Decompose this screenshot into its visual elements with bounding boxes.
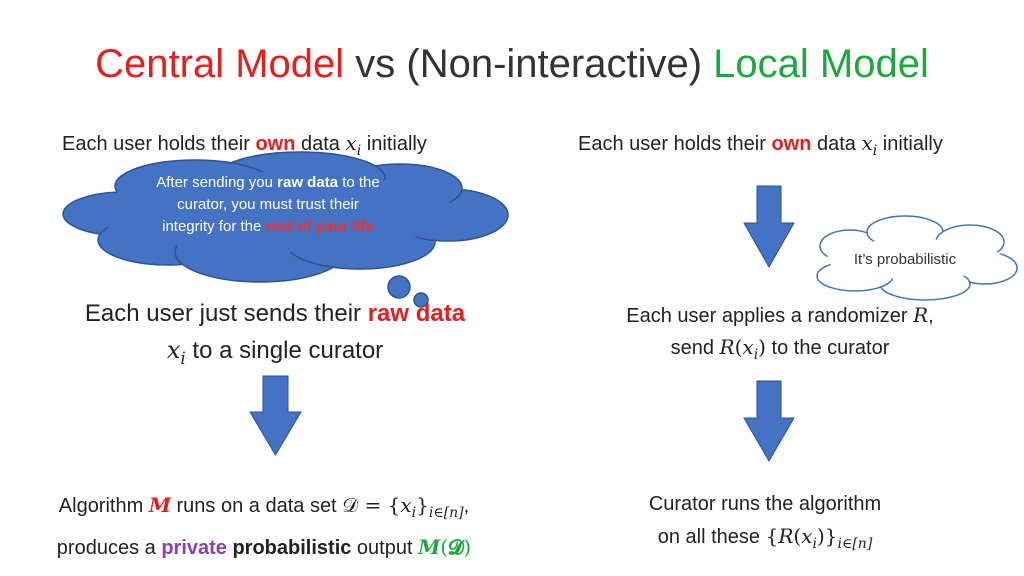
right-apply-open: ( xyxy=(734,335,743,359)
algo-runs-on: runs on a data set xyxy=(170,495,343,517)
title-central-model: Central Model xyxy=(95,42,345,86)
thought-dot-small xyxy=(413,292,429,308)
algo-close: } xyxy=(416,493,429,517)
left-top-post: initially xyxy=(361,133,427,155)
right-curator-text: Curator runs the algorithm on all these … xyxy=(560,488,970,560)
bubble-text: It’s probabilistic xyxy=(853,251,957,268)
curator-p2: ) xyxy=(816,524,825,548)
algo-prefix: Algorithm xyxy=(58,495,149,517)
curator-R: R xyxy=(778,524,794,548)
curator-line-2: on all these xyxy=(657,526,766,548)
right-apply-line-2: to the curator xyxy=(765,337,890,359)
right-apply-R2: R xyxy=(719,335,735,359)
arrow-down-right-bottom xyxy=(743,380,795,462)
curator-p1: ( xyxy=(793,524,802,548)
algo-output-open: ( xyxy=(440,535,449,559)
algo-output-M: M xyxy=(418,535,441,559)
right-apply-text: Each user applies a randomizer R, send R… xyxy=(570,300,990,371)
algo-comma: , xyxy=(463,495,470,517)
right-top-own: own xyxy=(771,133,812,155)
left-top-pre: Each user holds their xyxy=(62,133,256,155)
right-top-var: x xyxy=(861,131,873,155)
title-local-model: Local Model xyxy=(713,42,929,86)
cloud-line-1-end: to the xyxy=(338,174,380,191)
thought-cloud xyxy=(62,151,509,283)
curator-open: { xyxy=(765,524,779,548)
left-send-text: Each user just sends their raw data xi t… xyxy=(40,295,510,377)
right-apply-x: x xyxy=(742,335,754,359)
probabilistic-bubble xyxy=(816,215,1018,301)
left-send-pre: Each user just sends their xyxy=(84,300,368,327)
cloud-rest-of-life: rest of your life xyxy=(265,218,374,235)
left-top-mid: data xyxy=(295,133,346,155)
right-top-sub: i xyxy=(872,143,878,159)
algo-D: 𝒟 xyxy=(342,493,359,517)
curator-sub: i xyxy=(812,536,817,552)
left-send-sub: i xyxy=(180,347,186,368)
algo-output: output xyxy=(351,537,419,559)
algo-x: x xyxy=(400,493,412,517)
curator-x: x xyxy=(801,524,813,548)
cloud-line-2: curator, you must trust their xyxy=(177,196,359,213)
page-title: Central Model vs (Non-interactive) Local… xyxy=(0,42,1024,87)
right-top-mid: data xyxy=(811,133,862,155)
arrow-down-left xyxy=(249,375,302,456)
left-top-own: own xyxy=(255,133,296,155)
cloud-line-1: After sending you xyxy=(156,174,278,191)
algo-output-close: ) xyxy=(463,535,472,559)
arrow-down-right-top xyxy=(743,185,795,269)
cloud-text: After sending you raw data to the curato… xyxy=(118,172,418,238)
algo-private: private xyxy=(161,537,227,559)
right-apply-line-1: Each user applies a randomizer xyxy=(626,305,914,327)
algo-set-sub: i∈[n] xyxy=(428,505,464,521)
left-top-sub: i xyxy=(356,143,362,159)
right-apply-send: send xyxy=(670,337,720,359)
left-top-var: x xyxy=(345,131,357,155)
curator-close: } xyxy=(824,524,838,548)
right-top-line: Each user holds their own data xi initia… xyxy=(578,131,943,159)
right-apply-close: ) xyxy=(758,335,766,359)
curator-line-1: Curator runs the algorithm xyxy=(648,493,882,515)
left-send-var: x xyxy=(166,336,181,364)
left-send-post: to a single curator xyxy=(185,337,384,364)
left-algorithm-text: Algorithm M runs on a data set 𝒟 = {xi}i… xyxy=(14,488,514,565)
curator-set-sub: i∈[n] xyxy=(837,536,873,552)
algo-M: M xyxy=(148,493,171,517)
right-apply-sub: i xyxy=(753,347,759,363)
left-send-raw-data: raw data xyxy=(367,300,466,327)
right-top-post: initially xyxy=(877,133,943,155)
algo-output-D: 𝓓 xyxy=(448,535,464,559)
right-top-pre: Each user holds their xyxy=(578,133,772,155)
algo-produces: produces a xyxy=(56,537,162,559)
title-vs: vs (Non-interactive) xyxy=(344,42,714,86)
thought-dot-large xyxy=(387,275,411,299)
right-apply-comma: , xyxy=(928,305,934,327)
cloud-line-3: integrity for the xyxy=(162,218,266,235)
right-apply-R: R xyxy=(913,303,929,327)
algo-eq: = { xyxy=(358,493,401,517)
algo-probabilistic: probabilistic xyxy=(232,537,352,559)
left-top-line: Each user holds their own data xi initia… xyxy=(62,131,427,159)
algo-x-sub: i xyxy=(411,505,417,521)
cloud-raw-data: raw data xyxy=(277,174,339,191)
